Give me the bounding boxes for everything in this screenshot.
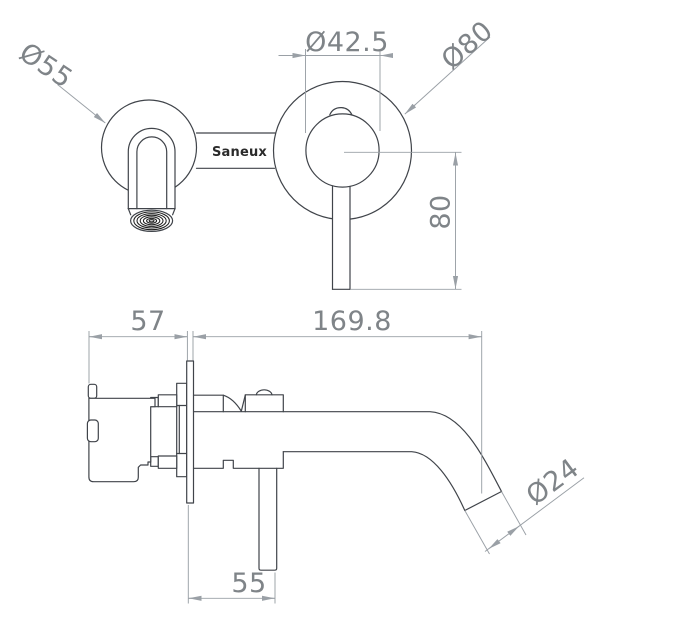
dim-label-backplate-diameter: Ø80: [436, 15, 499, 76]
escutcheon-top: [192, 394, 224, 413]
dim-trim-inner-diameter: Ø42.5: [278, 27, 394, 133]
dim-handle-projection: 55: [187, 505, 276, 604]
spout-side-bottom: [282, 451, 466, 512]
cartridge-dome: [255, 389, 273, 396]
dim-flange-diameter: Ø55: [13, 37, 106, 124]
handle-front-fill: [332, 186, 350, 290]
spout-side-top: [192, 411, 503, 493]
connector-collar-top: [157, 394, 178, 408]
dim-spout-tube-diameter: Ø24: [464, 453, 585, 555]
dim-handle-drop: 80: [344, 151, 462, 290]
connector-collar-bottom: [157, 455, 178, 469]
spout-front-fill: [128, 128, 175, 215]
spout-front-inner-edge: [136, 136, 168, 210]
cartridge-block: [244, 394, 284, 413]
spout-front-outline: [127, 127, 176, 210]
dim-label-trim-inner-diameter: Ø42.5: [305, 27, 389, 58]
spout-nozzle-taper-left: [127, 208, 132, 216]
spout-tip-cut: [464, 490, 503, 512]
dim-label-handle-projection: 55: [231, 568, 266, 599]
fixing-tab: [87, 383, 98, 399]
cartridge-transition-curve: [222, 394, 242, 412]
trim-inner-circle: [305, 113, 380, 188]
valve-body-notch: [86, 419, 99, 443]
escutcheon-bottom: [192, 451, 284, 469]
handle-pivot-bump: [329, 106, 353, 116]
mounting-bracket: [176, 382, 188, 478]
brand-label: Saneux: [212, 145, 267, 160]
dim-backplate-diameter: Ø80: [404, 15, 499, 115]
dim-label-spout-tube-diameter: Ø24: [521, 453, 585, 512]
handle-side: [258, 467, 278, 571]
aerator-centre: [148, 219, 155, 223]
dim-wall-depth: 57: [88, 306, 194, 384]
connector-step-bottom: [150, 456, 159, 467]
dim-label-flange-diameter: Ø55: [13, 37, 78, 95]
spout-nozzle-taper-right: [172, 208, 176, 216]
dim-spout-projection: 169.8: [193, 306, 483, 494]
dim-label-spout-projection: 169.8: [312, 306, 392, 337]
valve-body: [88, 397, 156, 483]
side-view: 57 169.8 Ø24 55: [86, 306, 585, 604]
cartridge-transition-edge: [240, 394, 246, 412]
front-view: Saneux Ø55 Ø42.5 Ø80: [13, 15, 499, 290]
wall-plate: [186, 360, 195, 504]
aerator: [130, 209, 174, 232]
dim-label-wall-depth: 57: [130, 306, 165, 337]
dim-label-handle-drop: 80: [426, 194, 457, 229]
